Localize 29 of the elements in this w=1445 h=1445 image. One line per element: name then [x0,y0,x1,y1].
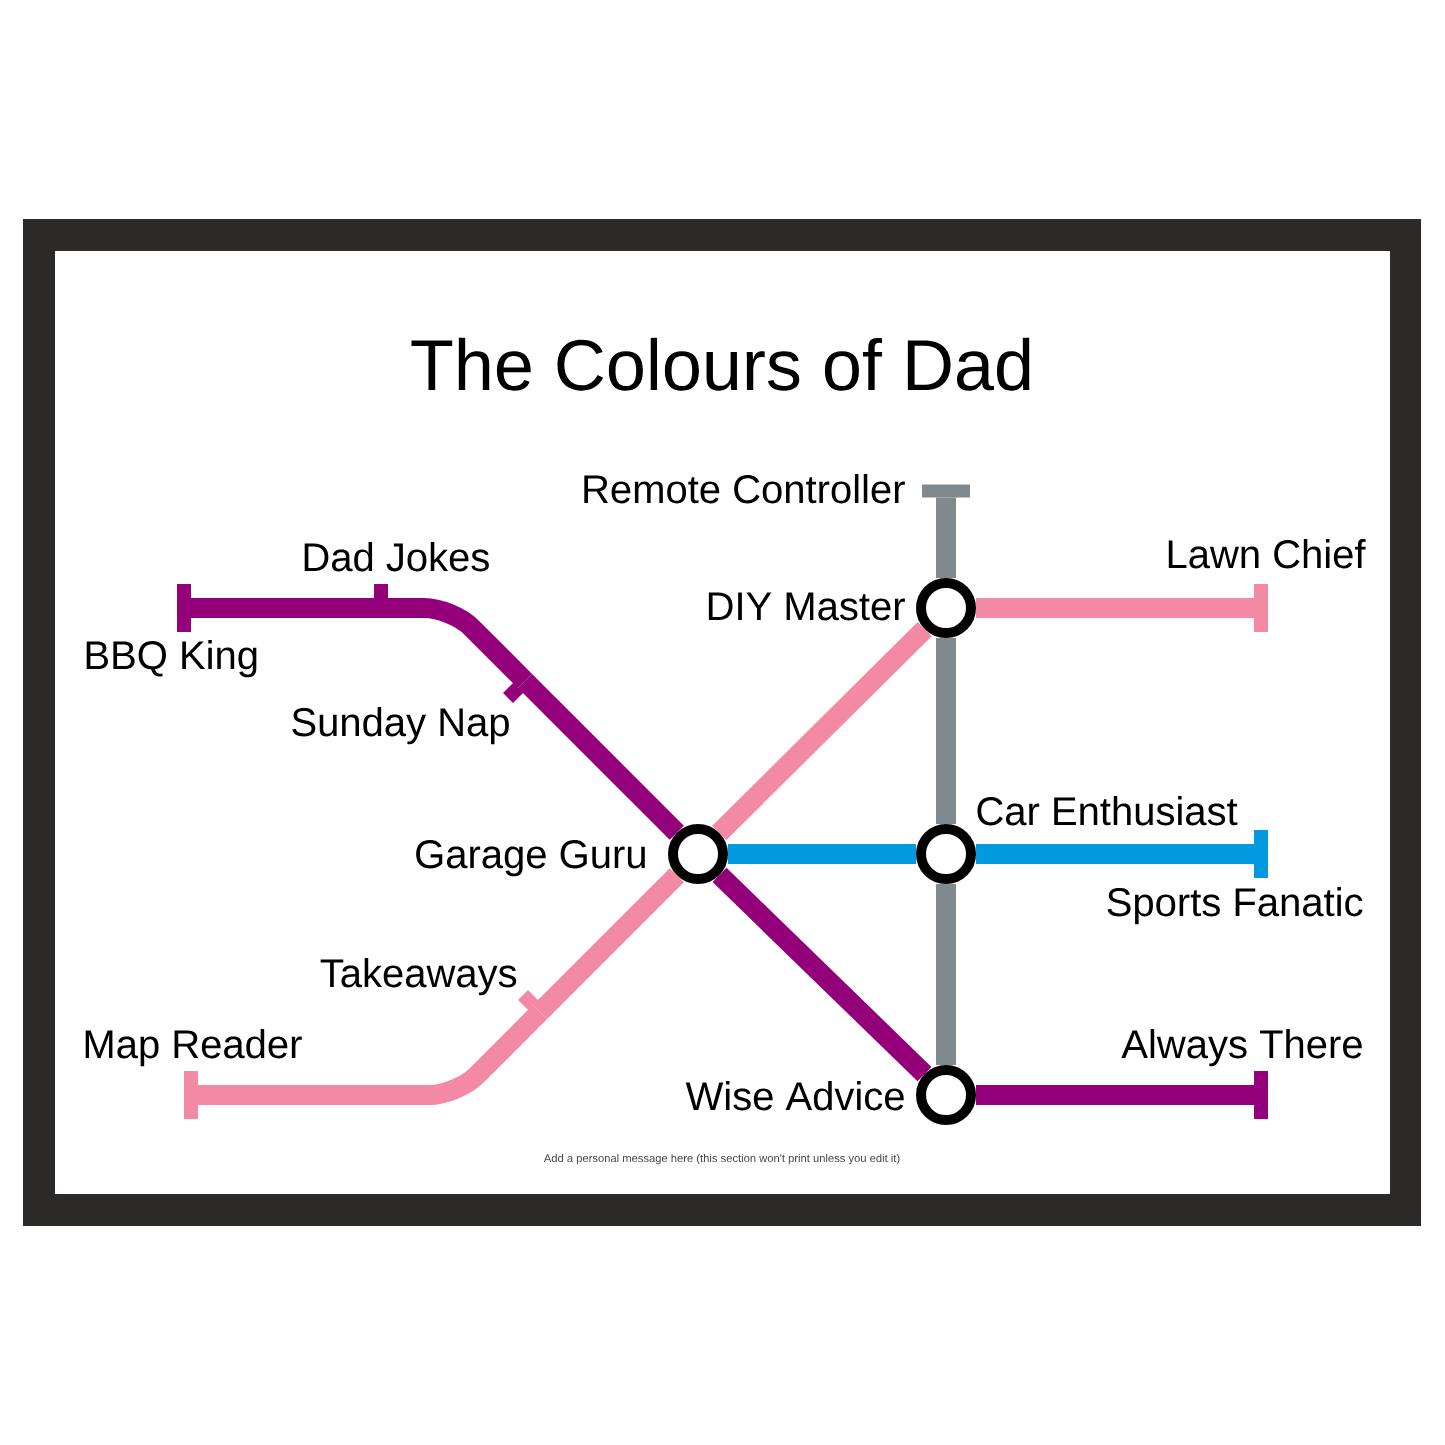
route-line [936,497,956,578]
route-line [936,638,956,824]
route-line [532,868,684,1020]
station-name: Car Enthusiast [977,796,1238,826]
route-line [976,844,1254,864]
caption: Add a personal message here (this section won't print unless you edit it) [543,1153,900,1165]
station-name: DIY Master [708,592,905,621]
station-name: Takeaways [320,958,517,996]
route-line [517,673,684,840]
title: The Colours of Dad [411,337,1030,391]
route-line [191,598,381,618]
route-line [976,598,1254,618]
station-name: Wise Advice [685,1081,904,1111]
station-name: Sports Fanatic [1107,887,1363,925]
route-line [728,844,916,864]
station-name: Always There [1121,1029,1362,1067]
station-name: Dad Jokes [304,542,489,572]
route-line [381,598,533,689]
station-name: Sunday Nap [292,707,509,745]
route-line [712,867,932,1082]
station-name: Remote Controller [584,474,905,504]
station-name: Lawn Chief [1168,539,1366,569]
route-line [976,1085,1254,1105]
station-name: Map Reader [85,1029,302,1067]
station-name: BBQ King [86,640,257,678]
route-line [712,622,932,840]
station-name: Garage Guru [416,840,645,877]
route-line [198,1004,548,1105]
route-line [936,884,956,1065]
